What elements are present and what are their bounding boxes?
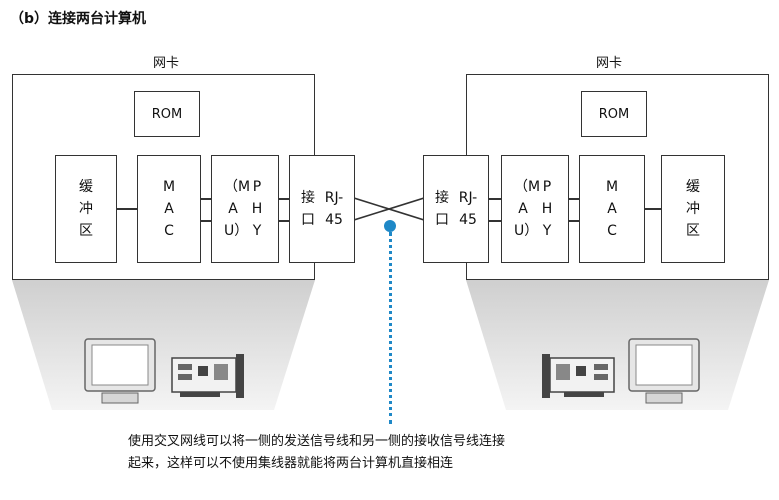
- left-buffer-label: 缓冲区: [79, 179, 93, 239]
- right-buffer-box: 缓冲区: [661, 155, 725, 263]
- left-mac-box: MAC: [137, 155, 201, 263]
- left-card-label: 网卡: [153, 56, 180, 71]
- right-card-label: 网卡: [596, 56, 623, 71]
- right-port-phy-wire-top: [489, 198, 501, 200]
- cable-callout-dot: [384, 220, 396, 232]
- right-buffer-label: 缓冲区: [686, 179, 700, 239]
- left-buffer-mac-wire: [117, 208, 137, 210]
- right-rj45-label: RJ-45: [458, 190, 478, 228]
- right-phy-label: PHY: [541, 179, 553, 239]
- right-port-phy-wire-bottom: [489, 220, 501, 222]
- right-phy-mac-wire-bottom: [569, 220, 579, 222]
- left-phy-port-wire-top: [279, 198, 289, 200]
- right-network-card: ROM 接口 RJ-45 （MAU） PHY MAC 缓冲区: [423, 74, 769, 280]
- crossover-cable: [354, 197, 424, 221]
- right-port-label: 接口: [435, 190, 449, 228]
- right-phy-box: （MAU） PHY: [501, 155, 569, 263]
- left-port-box: 接口 RJ-45: [289, 155, 355, 263]
- left-mac-label: MAC: [162, 179, 176, 239]
- right-monitor-icon: [628, 338, 700, 404]
- right-phy-mac-wire-top: [569, 198, 579, 200]
- caption-line-1: 使用交叉网线可以将一侧的发送信号线和另一侧的接收信号线连接: [128, 434, 506, 449]
- right-mau-label: （MAU）: [514, 179, 541, 239]
- right-mac-buffer-wire: [645, 208, 661, 210]
- crossover-wire-b: [354, 197, 424, 221]
- left-port-label: 接口: [301, 190, 315, 228]
- right-mac-label: MAC: [605, 179, 619, 239]
- caption-line-2: 起来，这样可以不使用集线器就能将两台计算机直接相连: [128, 456, 454, 471]
- left-mac-phy-wire-bottom: [201, 220, 211, 222]
- left-buffer-box: 缓冲区: [55, 155, 117, 263]
- left-phy-port-wire-bottom: [279, 220, 289, 222]
- right-mac-box: MAC: [579, 155, 645, 263]
- left-phy-box: （MAU） PHY: [211, 155, 279, 263]
- left-phy-label: PHY: [251, 179, 263, 239]
- left-mac-phy-wire-top: [201, 198, 211, 200]
- right-port-box: 接口 RJ-45: [423, 155, 489, 263]
- left-nic-icon: [171, 354, 244, 398]
- right-projection: [466, 280, 769, 410]
- left-rj45-label: RJ-45: [324, 190, 344, 228]
- right-nic-icon: [542, 354, 615, 398]
- cable-callout-line: [389, 232, 392, 424]
- diagram-title: （b）连接两台计算机: [10, 11, 147, 27]
- right-rom-box: ROM: [581, 91, 647, 137]
- left-monitor-icon: [84, 338, 156, 404]
- left-network-card: ROM 缓冲区 MAC （MAU） PHY 接口 RJ-45: [12, 74, 355, 280]
- caption: 使用交叉网线可以将一侧的发送信号线和另一侧的接收信号线连接 起来，这样可以不使用…: [128, 431, 505, 475]
- left-mau-label: （MAU）: [224, 179, 251, 239]
- left-rom-box: ROM: [134, 91, 200, 137]
